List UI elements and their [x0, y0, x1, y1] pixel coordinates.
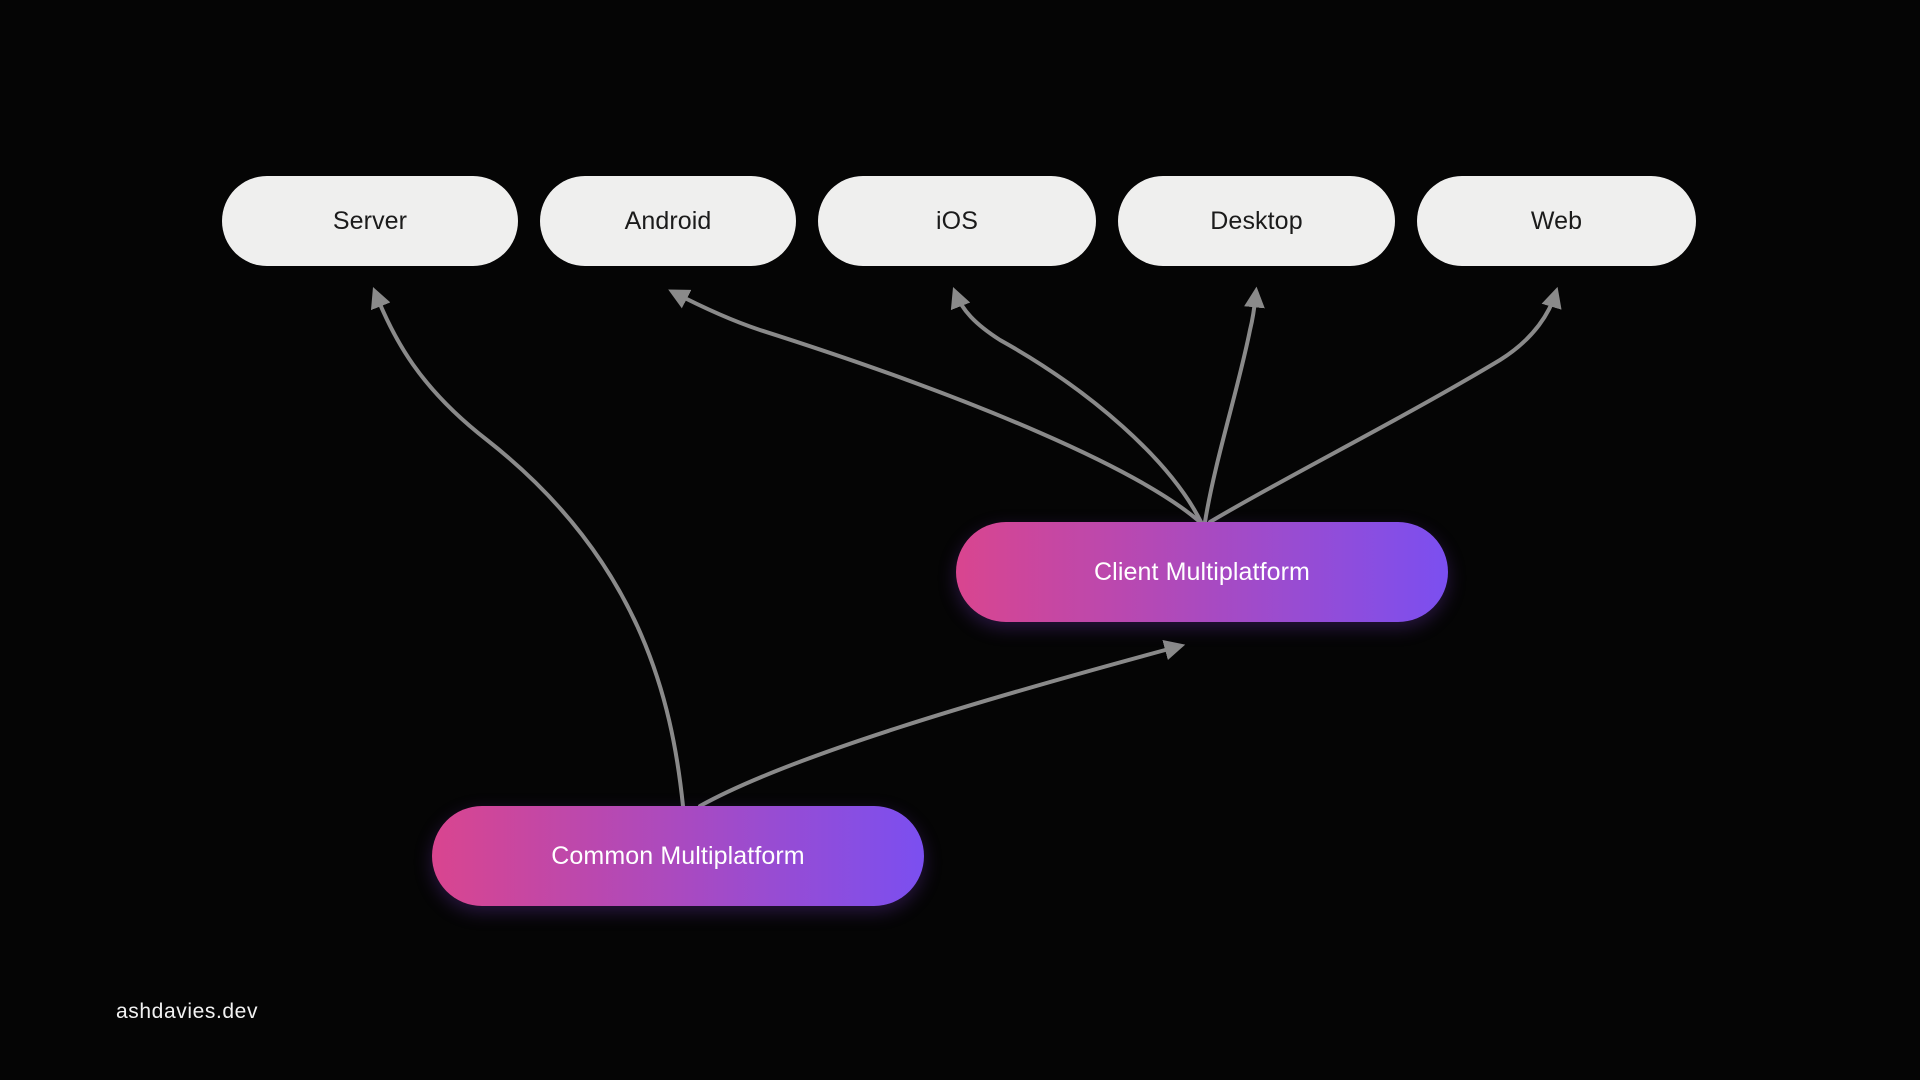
platform-node-label: Android — [624, 206, 712, 235]
platform-node-desktop[interactable]: Desktop — [1118, 176, 1395, 266]
platform-node-label: Server — [332, 206, 408, 235]
edge-client-to-desktop — [1203, 286, 1265, 524]
platform-node-label: Desktop — [1210, 206, 1303, 235]
edge-common-to-server — [370, 286, 685, 808]
platform-node-ios[interactable]: iOS — [818, 176, 1096, 266]
edge-client-to-android — [668, 289, 1202, 524]
module-node-client-multiplatform[interactable]: Client Multiplatform — [956, 522, 1448, 622]
platform-node-android[interactable]: Android — [540, 176, 796, 266]
edge-common-to-client — [698, 639, 1186, 808]
module-node-label: Common Multiplatform — [551, 841, 805, 870]
platform-node-server[interactable]: Server — [222, 176, 518, 266]
platform-node-label: iOS — [936, 206, 978, 235]
watermark-label: ashdavies.dev — [116, 1000, 259, 1023]
edge-client-to-ios — [950, 286, 1203, 524]
platform-node-label: Web — [1530, 206, 1583, 235]
platform-node-web[interactable]: Web — [1417, 176, 1696, 266]
edge-client-to-web — [1208, 286, 1562, 524]
module-node-label: Client Multiplatform — [1094, 557, 1310, 586]
module-node-common-multiplatform[interactable]: Common Multiplatform — [432, 806, 924, 906]
